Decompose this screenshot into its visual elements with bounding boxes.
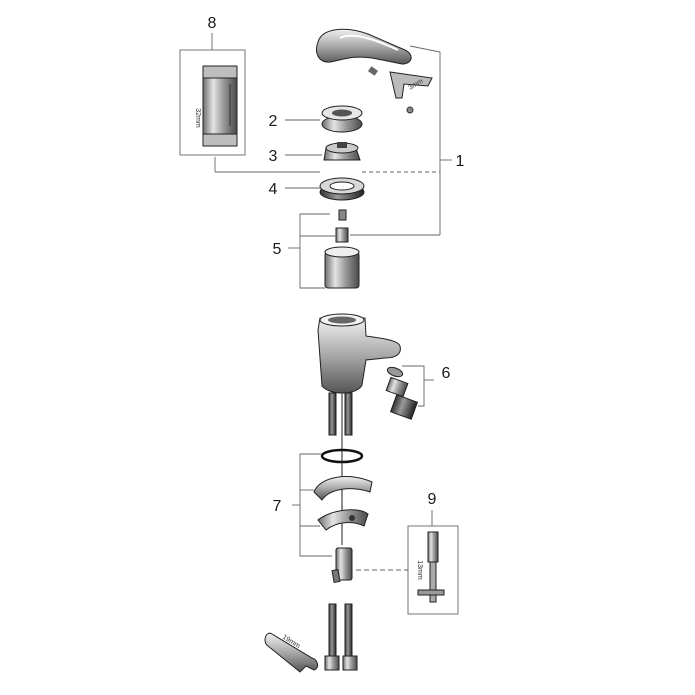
- dim-32mm: 32mm: [194, 108, 201, 128]
- threaded-ring-4: [319, 177, 365, 201]
- socket-tool-icon: [202, 65, 238, 147]
- bracket-6: [402, 365, 434, 407]
- adapter-3: [323, 142, 361, 161]
- bracket-7: [292, 453, 332, 557]
- callout-5: 5: [273, 241, 282, 258]
- supply-hoses-lower: [324, 603, 358, 671]
- cartridge-5: [324, 209, 360, 289]
- callout-4: 4: [269, 181, 278, 198]
- socket-wrench-13mm-icon: [417, 531, 445, 603]
- bracket-5: [288, 213, 336, 289]
- mounting-nut: [331, 547, 353, 584]
- callout-1: 1: [456, 153, 465, 170]
- cap-ring-2: [321, 105, 363, 133]
- set-screw: [368, 66, 378, 76]
- callout-9: 9: [428, 491, 437, 508]
- lever-handle: [316, 28, 412, 65]
- callout-3: 3: [269, 148, 278, 165]
- aerator-6: [385, 366, 419, 420]
- tool-box-8: 32mm: [179, 33, 246, 156]
- faucet-body: [317, 313, 401, 394]
- tool-box-9: 13mm: [407, 510, 459, 615]
- wrench-19mm-icon: 19mm: [264, 632, 319, 673]
- callout-8: 8: [208, 15, 217, 32]
- bracket-1: [214, 45, 452, 236]
- hex-key-3mm-icon: 3mm: [389, 71, 433, 114]
- callout-6: 6: [442, 365, 451, 382]
- dim-13mm: 13mm: [416, 560, 423, 580]
- mounting-kit-7: [313, 448, 373, 531]
- callout-7: 7: [273, 498, 282, 515]
- callout-2: 2: [269, 113, 278, 130]
